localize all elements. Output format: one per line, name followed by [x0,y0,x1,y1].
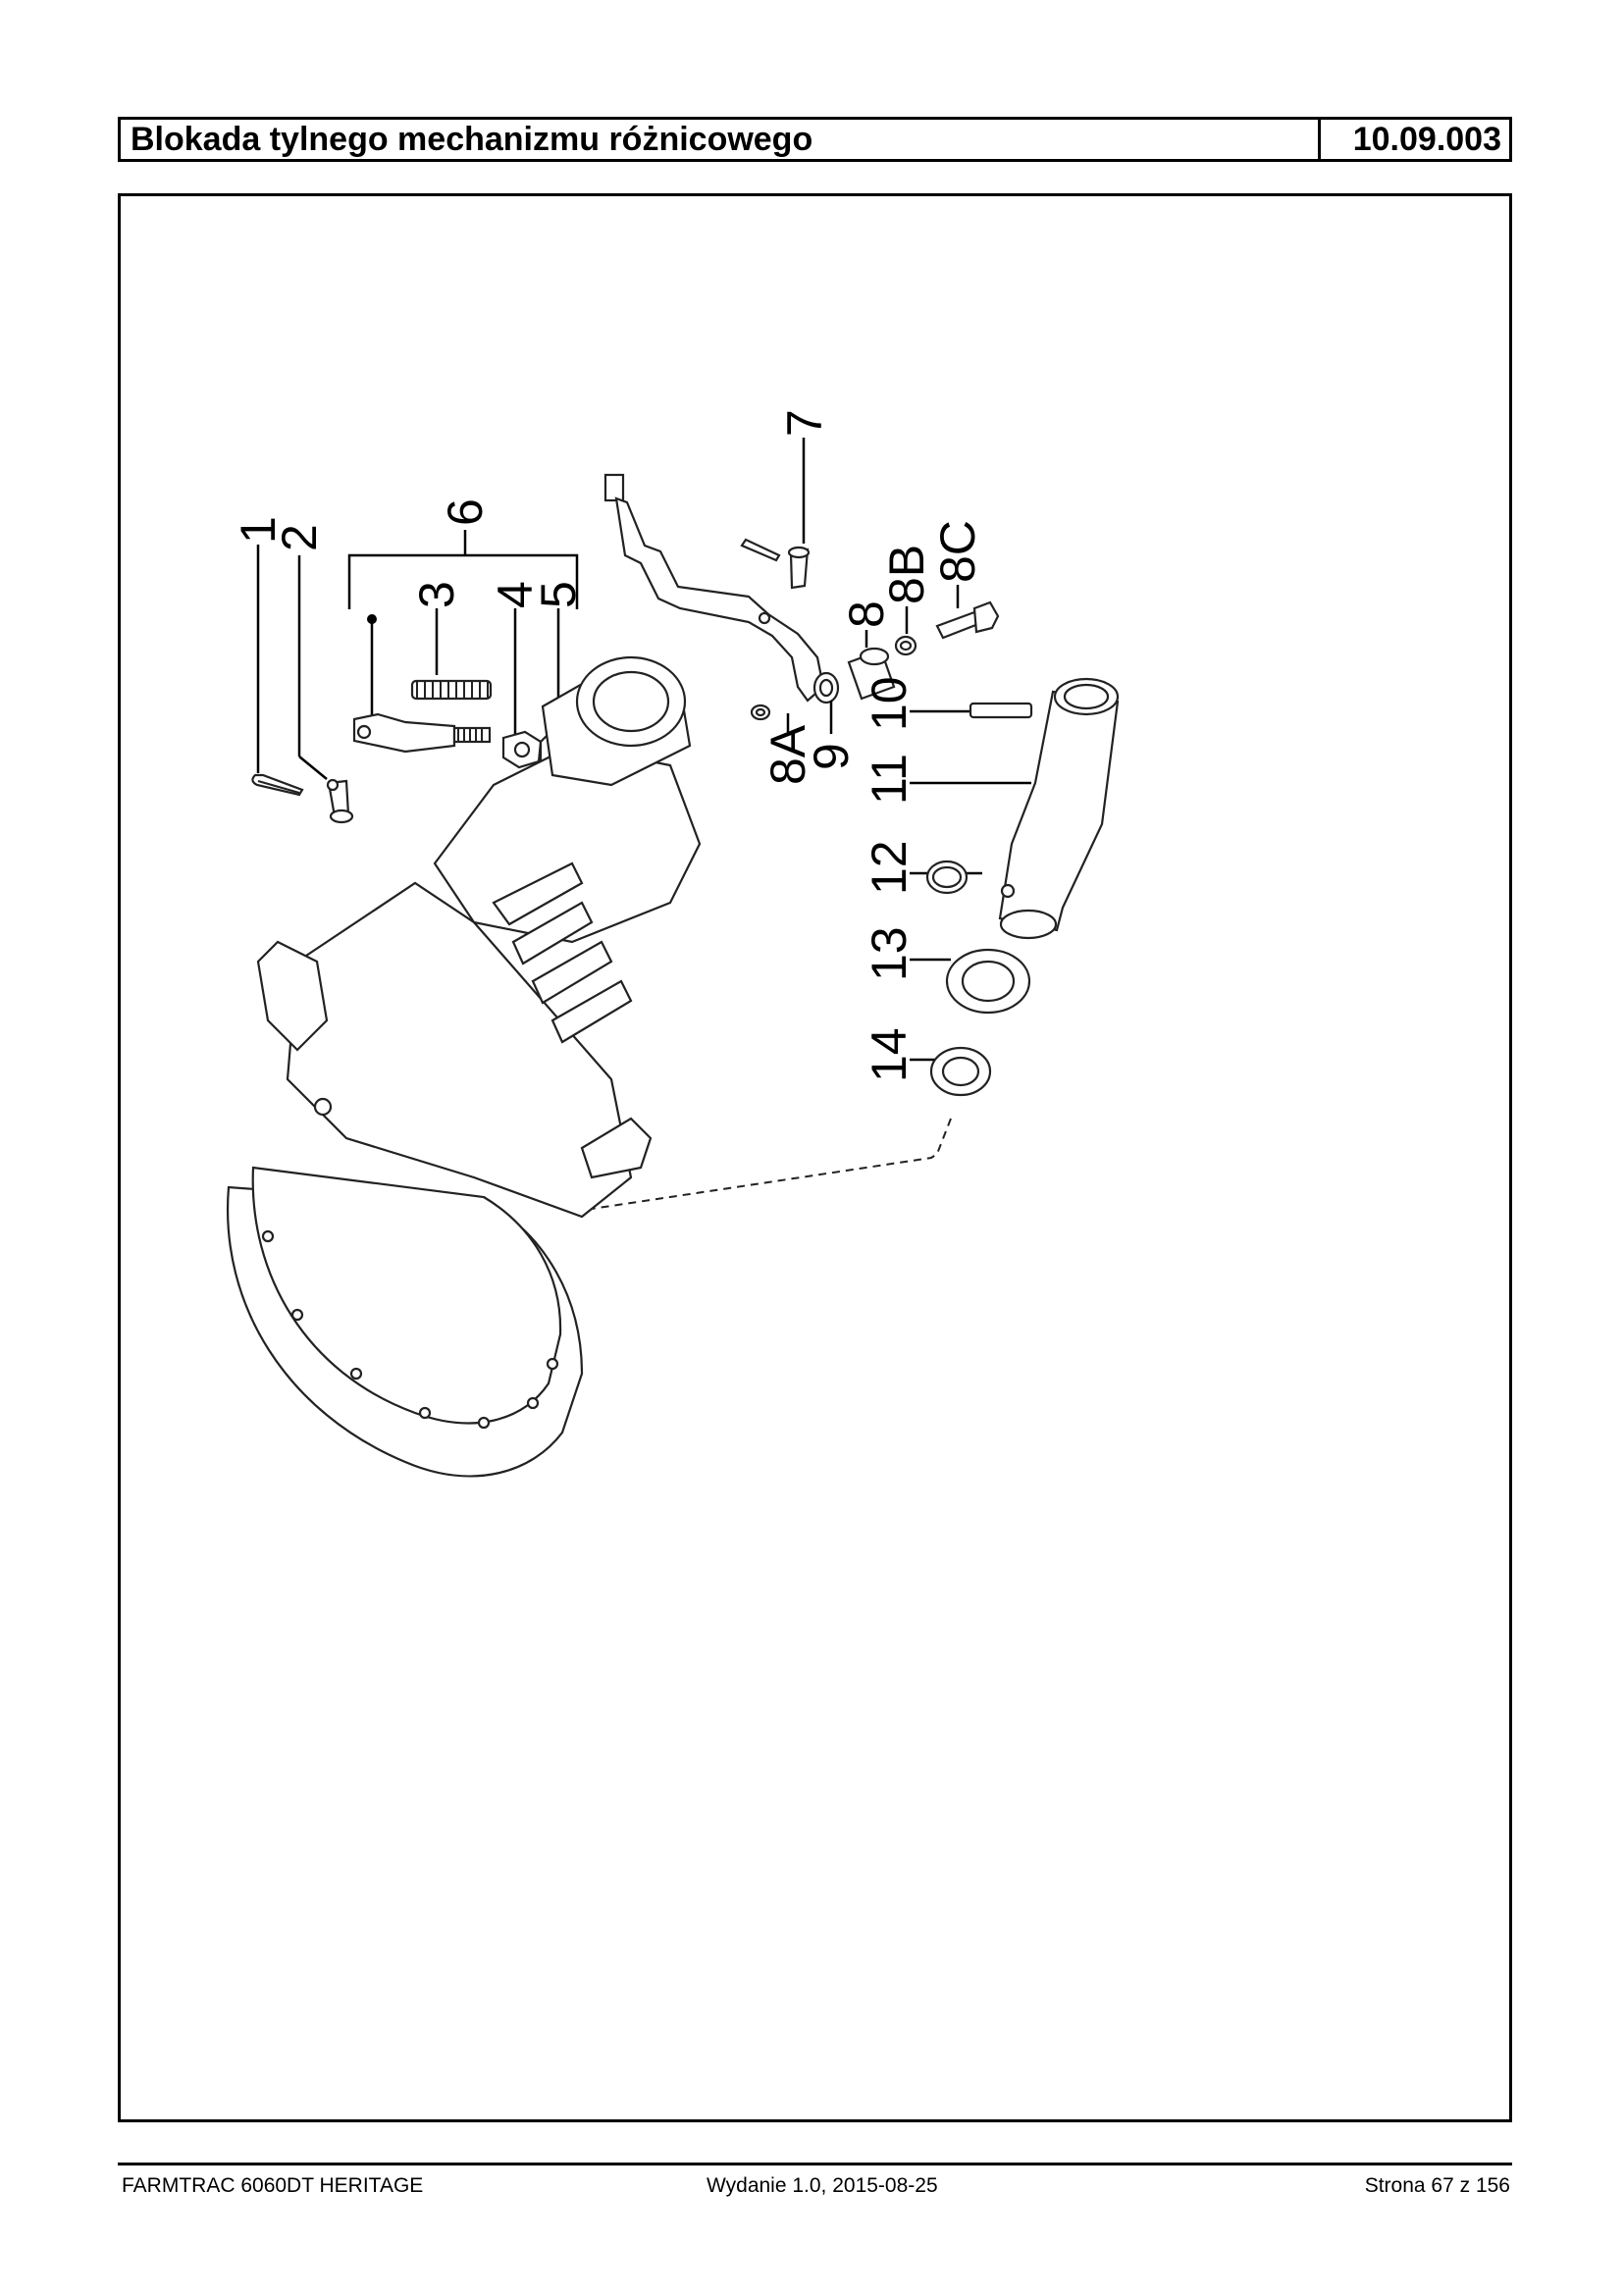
callout-11: 11 [862,754,917,805]
part-7-pin [740,438,811,590]
part-1-split-pin [251,545,304,797]
footer-page-number: Strona 67 z 156 [1364,2174,1510,2197]
callout-9: 9 [804,743,859,770]
part-6-plunger [352,614,492,754]
lever-arm [603,473,840,704]
exploded-view-drawing: 1 2 6 3 4 5 7 8 8B 8C 8A 9 10 11 12 13 1… [118,193,1512,2122]
part-3-spring [410,608,493,701]
callout-8c: 8C [930,520,985,583]
callout-8a: 8A [760,724,815,785]
footer-model: FARMTRAC 6060DT HERITAGE [122,2174,424,2197]
part-8-bush [847,630,896,701]
callout-5: 5 [531,581,586,608]
callout-3: 3 [409,581,464,608]
part-14-washer [571,1046,992,1213]
part-8b-washer [894,606,917,656]
part-2-clevis-pin [297,555,354,824]
callout-7: 7 [777,409,832,437]
part-11-shaft [910,677,1120,940]
callout-6: 6 [438,498,493,526]
part-8c-bolt [935,585,1000,640]
part-13-washer [910,948,1031,1015]
group-bracket-6 [347,553,579,609]
callout-12: 12 [862,840,917,895]
section-code: 10.09.003 [1318,120,1509,159]
callout-8b: 8B [879,545,934,604]
callout-1: 1 [231,516,286,544]
part-10-key [910,702,1033,719]
axle-housing [226,655,702,1478]
part-12-circlip [910,860,982,895]
footer-divider [118,2163,1512,2165]
part-8a-washer [750,704,790,732]
callout-2: 2 [272,524,327,551]
footer-edition: Wydanie 1.0, 2015-08-25 [707,2174,938,2197]
callout-14: 14 [862,1027,917,1082]
callout-10: 10 [862,676,917,731]
page-header: Blokada tylnego mechanizmu różnicowego 1… [118,117,1512,162]
callout-4: 4 [488,581,543,608]
callout-8: 8 [839,600,894,628]
part-4-nut [501,608,543,769]
callout-13: 13 [862,926,917,981]
page-title: Blokada tylnego mechanizmu różnicowego [131,121,813,158]
